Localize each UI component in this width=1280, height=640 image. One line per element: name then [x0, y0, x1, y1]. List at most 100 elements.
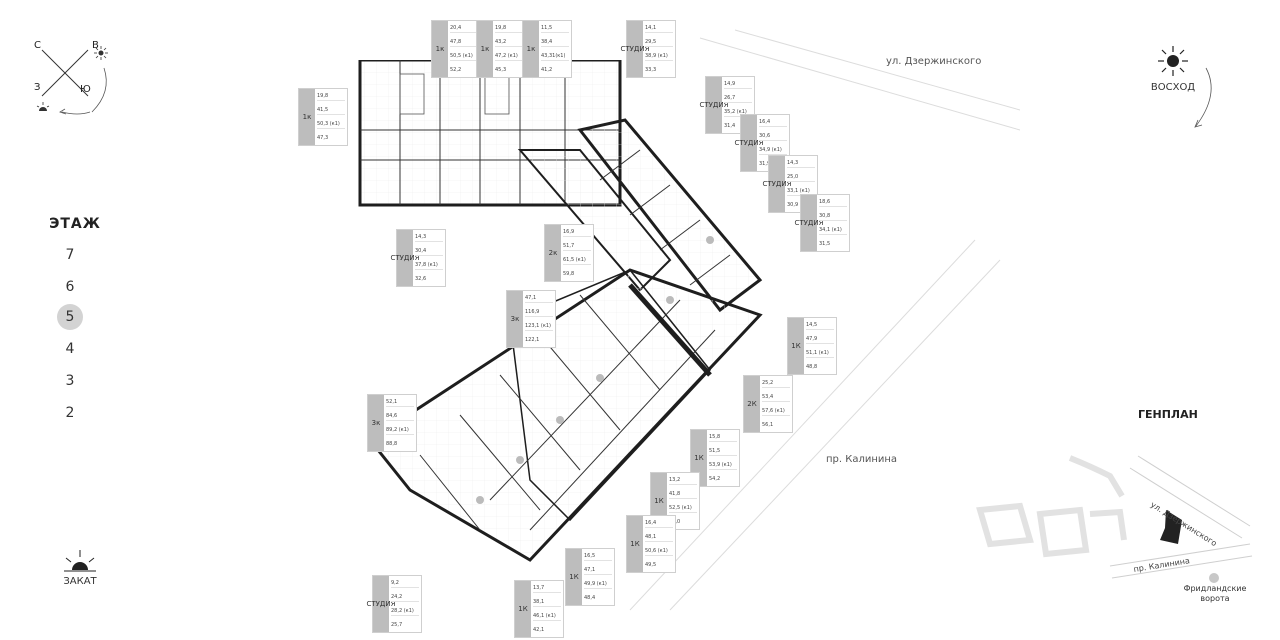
apartment-value: 49,9 (к1) — [584, 580, 612, 589]
apartment-type: 3к — [368, 395, 384, 451]
apartment-value: 11,5 — [541, 24, 569, 34]
apartment-value: 51,1 (к1) — [806, 349, 834, 358]
apartment-value: 30,9 — [787, 201, 799, 208]
apartment-value: 20,4 — [450, 24, 478, 34]
floor-selector-title: ЭТАЖ — [49, 216, 101, 232]
floor-4-button[interactable]: 4 — [65, 341, 75, 357]
apartment-value: 48,8 — [806, 363, 818, 370]
apartment-value: 84,6 — [386, 412, 414, 422]
apartment-value: 53,9 (к1) — [709, 461, 737, 470]
floor-2-button[interactable]: 2 — [65, 405, 75, 421]
apartment-value: 47,2 (к1) — [495, 52, 523, 61]
apartment-value: 30,6 — [759, 132, 787, 142]
apartment-type: СТУДИЯ — [700, 77, 729, 133]
apartment-type: СТУДИЯ — [367, 576, 396, 632]
apartment-value: 38,9 (к1) — [645, 52, 673, 61]
apartment-value: 122,1 — [525, 336, 540, 343]
apartment-value: 51,7 — [563, 242, 591, 252]
gate-label-line2: ворота — [1200, 594, 1230, 603]
apartment-value: 28,2 (к1) — [391, 607, 419, 616]
apartment-value: 61,5 (к1) — [563, 256, 591, 265]
apartment-value: 54,2 — [709, 475, 721, 482]
compass-cross-icon — [41, 49, 107, 115]
apartment-type: СТУДИЯ — [795, 195, 824, 251]
apartment-value: 14,3 — [415, 233, 443, 243]
genplan-map[interactable]: ул. Дзержинского пр. Калинина — [960, 440, 1260, 600]
genplan-street-bottom: пр. Калинина — [1133, 556, 1191, 574]
apartment-type: СТУДИЯ — [621, 21, 650, 77]
genplan-title: ГЕНПЛАН — [1138, 408, 1198, 421]
apartment-value: 50,3 (к1) — [317, 120, 345, 129]
apartment-value: 13,2 — [669, 476, 697, 486]
apartment-value: 52,5 (к1) — [669, 504, 697, 513]
sunset-small-icon — [36, 102, 50, 111]
sunset-label: ЗАКАТ — [63, 576, 97, 587]
apartment-value: 43,31(к1) — [541, 52, 569, 61]
apartment-value: 35,2 (к1) — [724, 108, 752, 117]
sun-icon — [94, 46, 108, 60]
floor-6-button[interactable]: 6 — [65, 279, 75, 295]
apartment-card[interactable]: 1к 19,8 43,2 47,2 (к1) 45,3 — [476, 20, 526, 78]
sunset-icon — [64, 550, 96, 572]
apartment-value: 51,5 — [709, 447, 737, 457]
apartment-value: 16,9 — [563, 228, 591, 238]
apartment-value: 34,9 (к1) — [759, 146, 787, 155]
apartment-value: 49,5 — [645, 561, 657, 568]
compass-east: В — [92, 40, 99, 51]
apartment-type: 1К — [566, 549, 582, 605]
apartment-value: 50,6 (к1) — [645, 547, 673, 556]
apartment-value: 123,1 (к1) — [525, 322, 553, 331]
apartment-value: 14,9 — [724, 80, 752, 90]
apartment-value: 14,3 — [787, 159, 815, 169]
apartment-type: 1к — [477, 21, 493, 77]
apartment-value: 15,8 — [709, 433, 737, 443]
apartment-value: 14,5 — [806, 321, 834, 331]
apartment-value: 43,2 — [495, 38, 523, 48]
apartment-value: 16,4 — [645, 519, 673, 529]
apartment-value: 31,9 — [759, 160, 771, 167]
floor-3-button[interactable]: 3 — [65, 373, 75, 389]
apartment-value: 9,2 — [391, 579, 419, 589]
apartment-value: 32,6 — [415, 275, 427, 282]
apartment-value: 25,0 — [787, 173, 815, 183]
floor-7-button[interactable]: 7 — [65, 247, 75, 263]
apartment-value: 88,8 — [386, 440, 398, 447]
apartment-value: 16,5 — [584, 552, 612, 562]
apartment-value: 57,6 (к1) — [762, 407, 790, 416]
apartment-type: СТУДИЯ — [763, 156, 792, 212]
apartment-value: 24,2 — [391, 593, 419, 603]
apartment-value: 13,7 — [533, 584, 561, 594]
apartment-value: 18,6 — [819, 198, 847, 208]
floor-selector: ЭТАЖ 7 6 5 4 3 2 — [40, 216, 110, 421]
apartment-value: 52,2 — [450, 66, 462, 73]
apartment-type: 1к — [299, 89, 315, 145]
apartment-value: 19,8 — [495, 24, 523, 34]
compass-north: С — [34, 40, 41, 51]
apartment-value: 47,1 — [525, 294, 553, 304]
floor-5-button[interactable]: 5 — [57, 304, 83, 330]
apartment-value: 14,1 — [645, 24, 673, 34]
apartment-value: 89,2 (к1) — [386, 426, 414, 435]
sunrise-indicator: ВОСХОД — [1143, 44, 1203, 98]
apartment-value: 45,3 — [495, 66, 507, 73]
apartment-value: 47,8 — [450, 38, 478, 48]
compass-west: З — [34, 82, 41, 93]
apartment-type: 1к — [523, 21, 539, 77]
